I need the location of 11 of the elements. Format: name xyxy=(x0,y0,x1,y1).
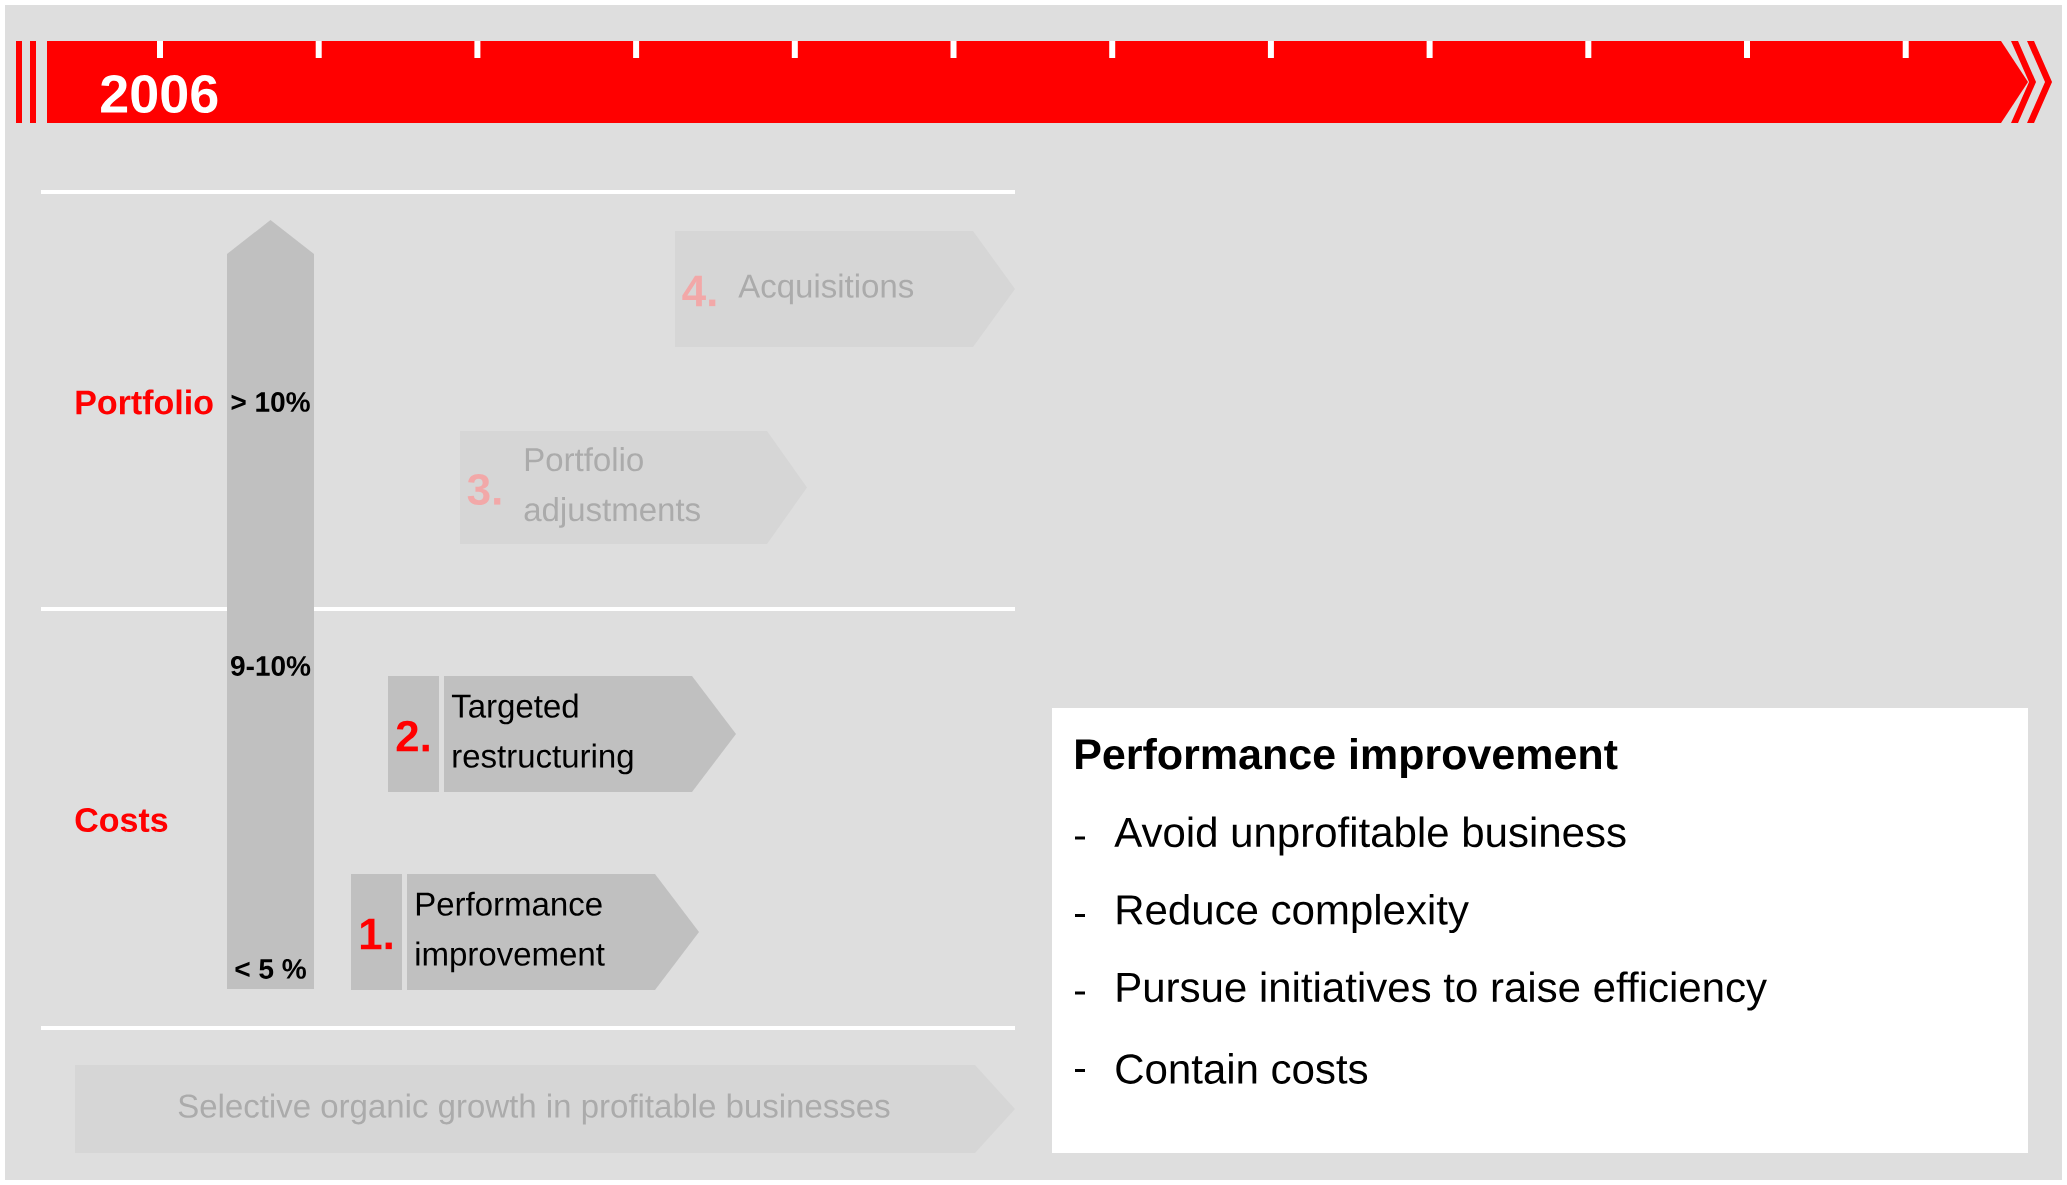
bullet-item: Reduce complexity xyxy=(1117,893,1469,934)
timeline-banner: 2006 xyxy=(16,41,2052,123)
section-label: Costs xyxy=(75,807,168,833)
step-box: 1. Performance improvement xyxy=(351,874,699,990)
bullet-item: Pursue initiatives to raise efficiency xyxy=(1117,971,1767,1011)
bullet-item: Avoid unprofitable business xyxy=(1114,816,1626,856)
node-label: 1. xyxy=(360,918,392,950)
bullet-item: Contain costs xyxy=(1116,1053,1368,1084)
panel-heading: Performance improvement xyxy=(1076,737,1618,779)
step-box: 2. Targeted restructuring xyxy=(388,676,736,792)
node-label: 2. xyxy=(396,720,429,752)
